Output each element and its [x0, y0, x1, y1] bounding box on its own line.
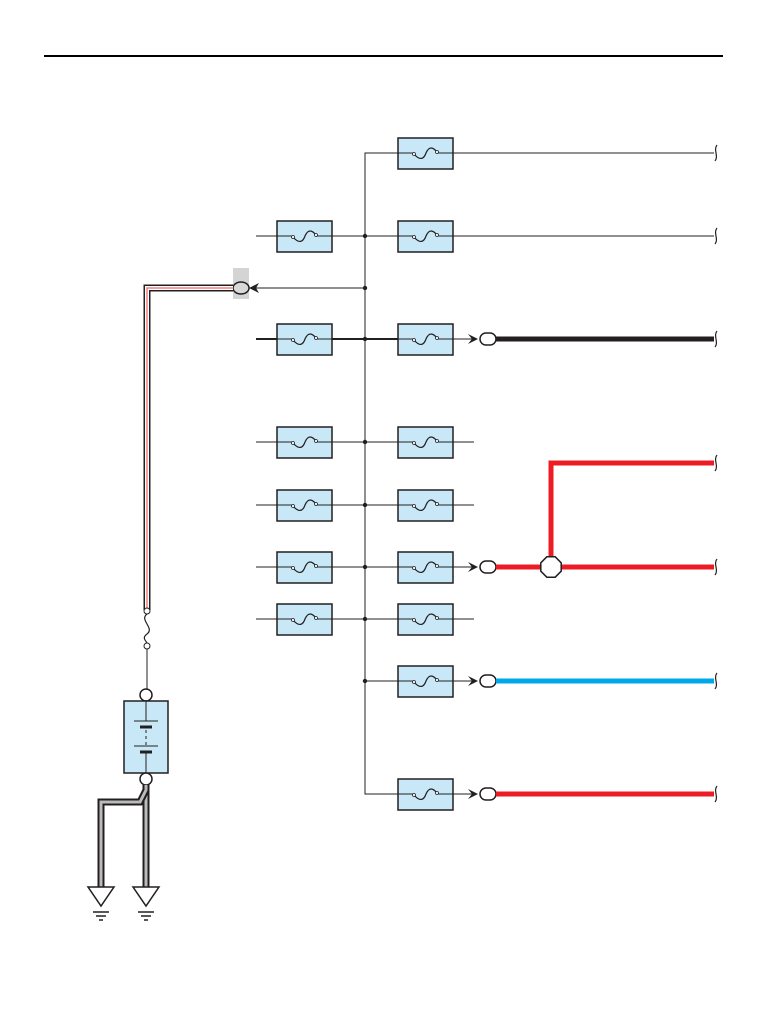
fuse-element [413, 147, 438, 159]
fuse-terminal [435, 233, 439, 237]
connector-icon [479, 332, 497, 346]
wire-break-icon [714, 144, 718, 162]
connector-icon [479, 674, 497, 688]
fuse-icon [397, 220, 454, 253]
fuse-terminal [314, 336, 318, 340]
fuse-terminal [314, 616, 318, 620]
fuse-terminal [314, 502, 318, 506]
wire-break-icon [714, 454, 718, 472]
fuse-terminal [435, 336, 439, 340]
fuse-element [292, 333, 317, 345]
fuse-icon [397, 323, 454, 356]
fuse-terminal [291, 338, 295, 342]
splice-icon [540, 556, 562, 578]
battery-main-wire-stripe [146, 287, 233, 610]
junction-dot [362, 616, 368, 622]
fuse-icon [276, 489, 333, 522]
fuse-terminal [412, 504, 416, 508]
fuse-terminal [314, 233, 318, 237]
ground-icon [86, 886, 116, 921]
fuse-terminal [291, 618, 295, 622]
fuse-terminal [412, 618, 416, 622]
junction-dot [362, 439, 368, 445]
junction-dot [362, 564, 368, 570]
fuse-terminal [412, 441, 416, 445]
wire-break-icon [714, 558, 718, 576]
fuse-icon [276, 603, 333, 636]
fuse-element [413, 788, 438, 800]
fuse-element [413, 230, 438, 242]
connector-arrow-icon [249, 283, 259, 293]
fuse-element [413, 675, 438, 687]
junction-dot [362, 502, 368, 508]
fuse-terminal [412, 793, 416, 797]
fuse-element [413, 333, 438, 345]
fusible-link-icon [143, 613, 150, 644]
fuse-terminal [291, 235, 295, 239]
fusible-link-terminal [143, 607, 151, 615]
fuse-icon [397, 489, 454, 522]
fuse-terminal [412, 235, 416, 239]
fuse-terminal [291, 504, 295, 508]
battery-negative-terminal [139, 772, 153, 786]
fuse-element [413, 436, 438, 448]
wire-break-icon [714, 785, 718, 803]
fuse-terminal [412, 338, 416, 342]
junction-dot [362, 678, 368, 684]
fuse-icon [397, 778, 454, 811]
junction-dot [362, 233, 368, 239]
fuse-icon [276, 323, 333, 356]
fuse-icon [397, 137, 454, 170]
fuse-element [413, 499, 438, 511]
junction-dot [362, 336, 368, 342]
fuse-terminal [435, 150, 439, 154]
fuse-terminal [412, 566, 416, 570]
fuse-icon [397, 603, 454, 636]
fuse-terminal [412, 152, 416, 156]
fuse-terminal [412, 680, 416, 684]
fuse-icon [397, 665, 454, 698]
connector-icon [479, 560, 497, 574]
fuse-terminal [435, 439, 439, 443]
fuse-element [292, 230, 317, 242]
fuse-icon [397, 551, 454, 584]
fuse-element [292, 436, 317, 448]
fuse-terminal [435, 502, 439, 506]
battery-main-wire-inner [145, 286, 233, 610]
fuse-icon [276, 426, 333, 459]
battery-icon [123, 700, 169, 774]
fusible-link-terminal [143, 642, 151, 650]
battery-main-wire [143, 284, 233, 610]
fuse-element [413, 561, 438, 573]
connector-icon [479, 787, 497, 801]
fuse-terminal [314, 564, 318, 568]
fuse-terminal [435, 616, 439, 620]
connector-icon [232, 281, 250, 295]
fuse-terminal [291, 441, 295, 445]
fuse-terminal [314, 439, 318, 443]
battery-positive-terminal [139, 688, 153, 702]
fuse-element [292, 561, 317, 573]
wire-break-icon [714, 672, 718, 690]
fuse-icon [276, 220, 333, 253]
ground-wires [97, 785, 150, 887]
fuse-element [292, 499, 317, 511]
wire-break-icon [714, 330, 718, 348]
fuse-bus [364, 152, 398, 795]
fuse-terminal [291, 566, 295, 570]
fuse-terminal [435, 678, 439, 682]
fuse-element [292, 613, 317, 625]
wire-break-icon [714, 227, 718, 245]
fuse-icon [397, 426, 454, 459]
ground-icon [131, 886, 161, 921]
output-wire [548, 460, 714, 567]
fuse-terminal [435, 791, 439, 795]
fuse-icon [276, 551, 333, 584]
fuse-element [413, 613, 438, 625]
fuse-terminal [435, 564, 439, 568]
